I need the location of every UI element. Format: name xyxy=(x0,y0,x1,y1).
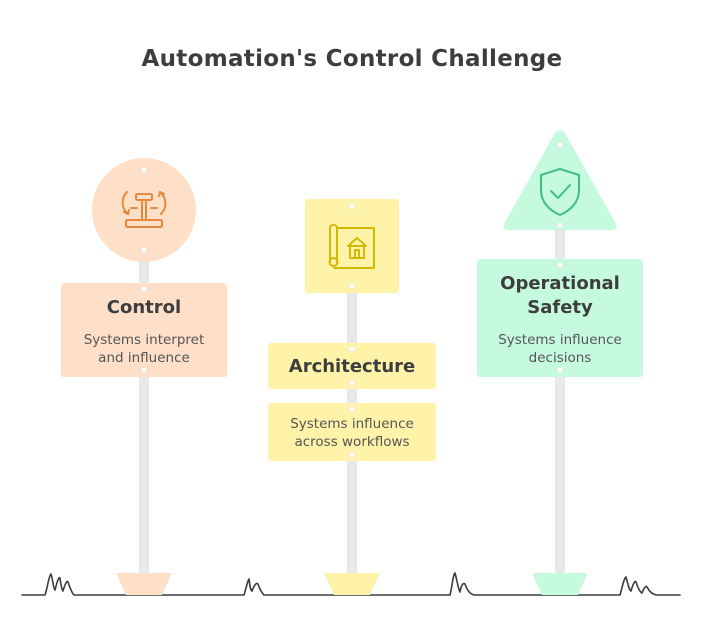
safety-card-connector-top xyxy=(557,262,563,268)
control-connector-top xyxy=(141,167,147,173)
architecture-description-line1: Systems influence xyxy=(290,416,414,432)
architecture-description-connector-top xyxy=(349,406,355,412)
control-connector-bottom xyxy=(141,247,147,253)
control-card: Control Systems interpret and influence xyxy=(61,283,227,377)
safety-pole xyxy=(555,228,565,577)
architecture-heading-connector-bottom xyxy=(349,380,355,386)
architecture-description-line2: across workflows xyxy=(294,434,410,450)
control-description-line2: and influence xyxy=(98,350,190,366)
safety-description-line2: decisions xyxy=(528,350,592,366)
safety-card-connector-bottom xyxy=(557,367,563,373)
diagram-title: Automation's Control Challenge xyxy=(141,46,563,72)
control-description-line1: Systems interpret xyxy=(83,332,205,348)
safety-heading-line2: Safety xyxy=(527,297,593,318)
architecture-sign-connector-top xyxy=(349,203,355,209)
architecture-description-connector-bottom xyxy=(349,452,355,458)
safety-card: Operational Safety Systems influence dec… xyxy=(477,259,643,377)
safety-heading-line1: Operational xyxy=(500,273,620,294)
safety-base xyxy=(532,573,588,595)
safety-triangle-sign xyxy=(503,130,617,230)
control-card-connector-top xyxy=(141,286,147,292)
architecture-base xyxy=(324,573,380,595)
control-pole xyxy=(139,245,149,577)
shield-check-icon xyxy=(540,168,580,216)
control-card-connector-bottom xyxy=(141,367,147,373)
ground-line xyxy=(21,572,681,596)
architecture-heading-connector-top xyxy=(349,346,355,352)
control-circle-sign xyxy=(92,158,196,262)
safety-sign-connector-bottom xyxy=(557,222,563,228)
architecture-description-card: Systems influence across workflows xyxy=(268,403,436,461)
safety-sign-connector-top xyxy=(557,142,563,148)
blueprint-house-icon xyxy=(328,224,375,269)
control-base xyxy=(116,573,172,595)
architecture-heading: Architecture xyxy=(288,356,416,377)
safety-description-line1: Systems influence xyxy=(498,332,622,348)
architecture-sign-connector-bottom xyxy=(349,283,355,289)
joystick-icon xyxy=(121,191,167,228)
control-heading: Control xyxy=(106,297,182,318)
